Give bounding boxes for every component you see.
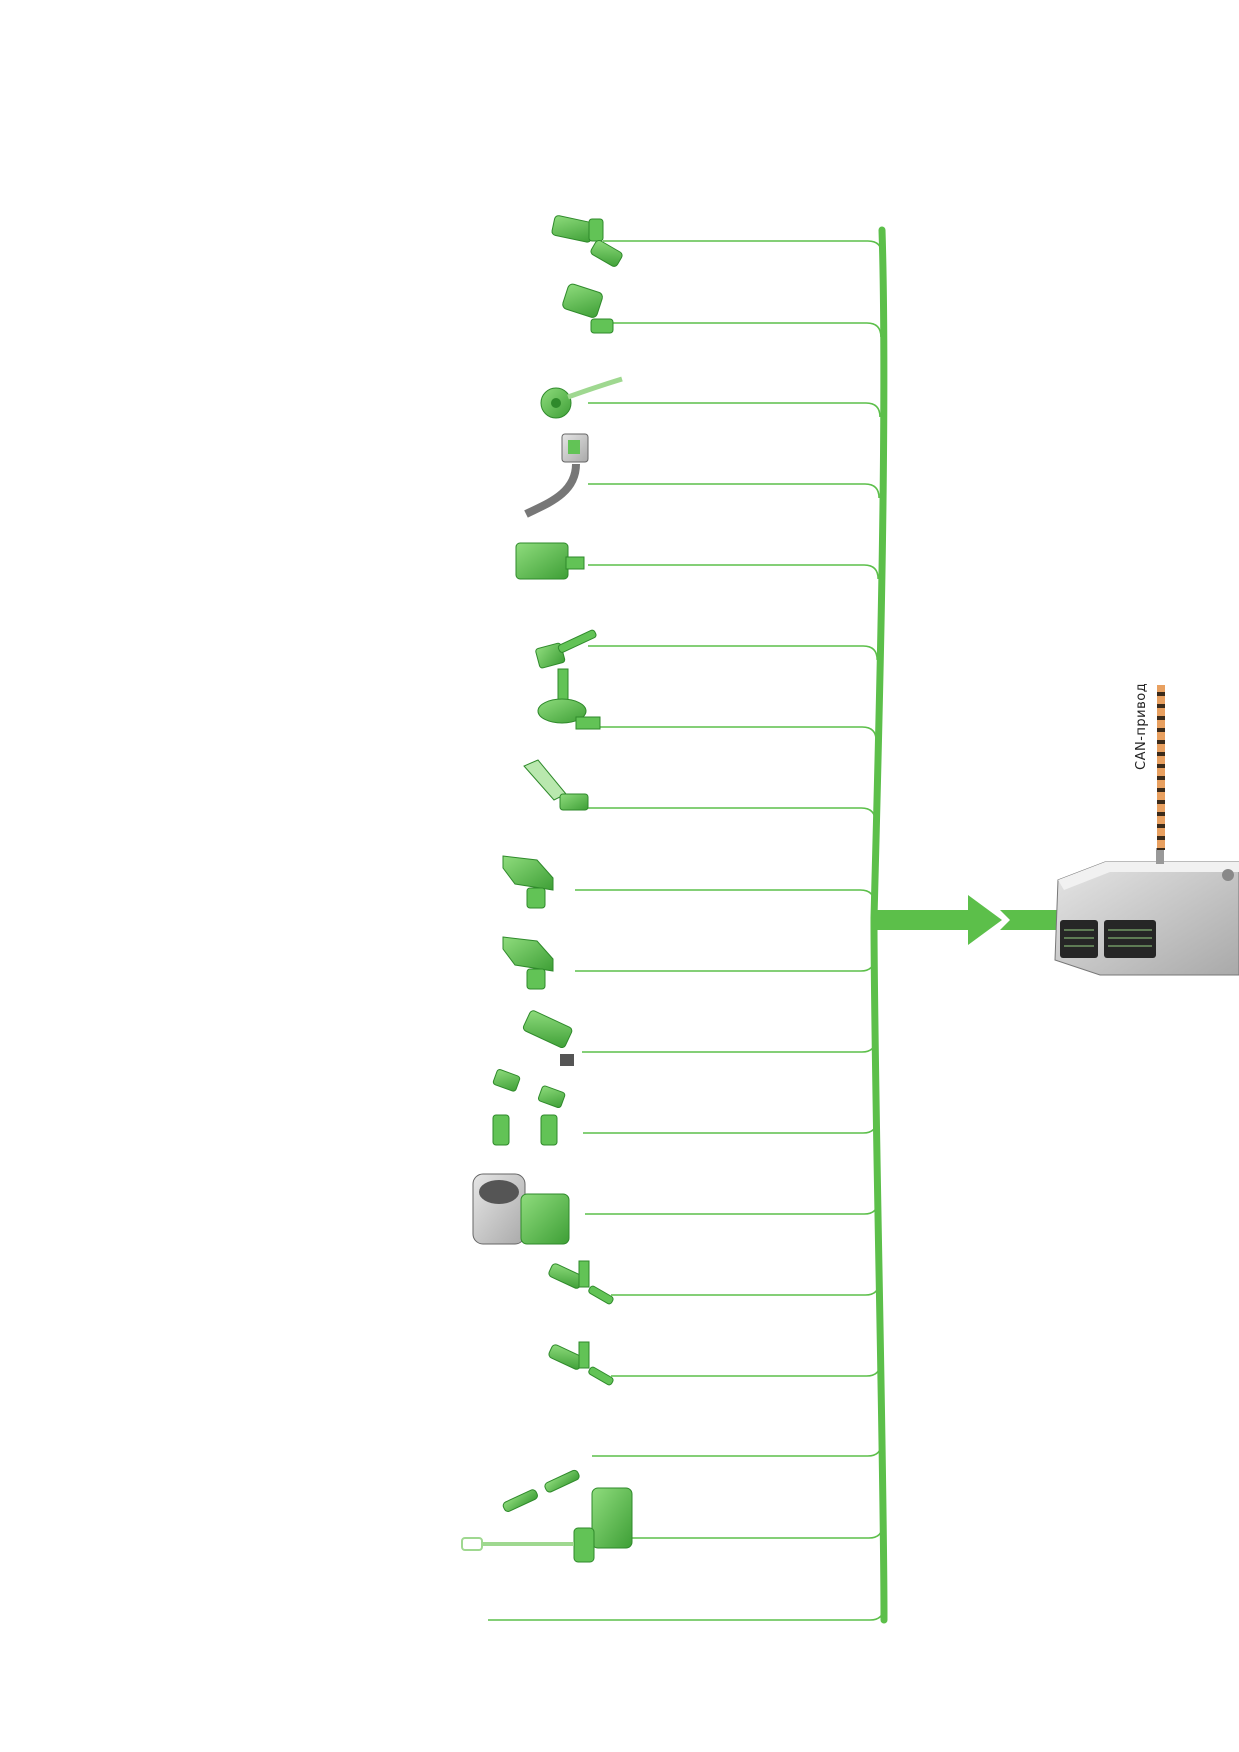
signal-wire xyxy=(585,1199,879,1215)
air-mass-meter-icon xyxy=(515,542,585,580)
signal-wire xyxy=(583,1118,878,1134)
signal-wires xyxy=(488,240,885,1621)
can-bus-label: CAN-привод xyxy=(1134,682,1149,770)
fuel-pressure-sensor-icon xyxy=(522,1010,574,1066)
signal-wire xyxy=(590,726,878,742)
signal-wire xyxy=(588,402,881,418)
signal-wire xyxy=(588,645,878,661)
hall-sensor-icon xyxy=(551,215,623,267)
boost-actuator-icon xyxy=(461,1487,633,1563)
speed-sensor-icon xyxy=(548,1260,614,1305)
signal-arrow xyxy=(875,895,1060,945)
main-trunk xyxy=(870,226,888,1624)
temperature-sensor-icon xyxy=(562,283,614,334)
clutch-position-sensor-icon xyxy=(523,759,589,811)
signal-wire xyxy=(611,1280,881,1296)
sensor-column xyxy=(461,215,633,1563)
lambda-probe-pair-icon xyxy=(502,1469,580,1512)
speed-sensor-icon xyxy=(548,1341,614,1386)
signal-wire xyxy=(588,483,880,499)
oil-level-sensor-icon xyxy=(537,668,601,730)
engine-control-unit-icon xyxy=(1054,848,1239,976)
signal-wire xyxy=(586,807,877,823)
signal-wire xyxy=(575,889,876,905)
coolant-temperature-sensor-icon xyxy=(535,629,597,669)
pressure-sensor-icon xyxy=(502,936,554,990)
signal-wire xyxy=(611,1361,882,1377)
accelerator-pedal-sensor-icon xyxy=(524,433,589,518)
signal-wire xyxy=(588,564,879,580)
signal-wire xyxy=(592,1441,883,1457)
signal-wire xyxy=(582,1037,877,1053)
throttle-body-icon xyxy=(472,1173,570,1245)
signal-wire xyxy=(611,322,882,338)
signal-wire xyxy=(575,956,876,972)
signal-wire xyxy=(624,1523,884,1539)
signal-wire xyxy=(488,1605,885,1621)
camshaft-sensor-pair-icon xyxy=(492,1069,566,1146)
signal-wire xyxy=(603,240,883,256)
can-bus-cable xyxy=(1157,685,1165,850)
pressure-sensor-icon xyxy=(502,855,554,909)
knock-sensor-icon xyxy=(540,376,623,419)
